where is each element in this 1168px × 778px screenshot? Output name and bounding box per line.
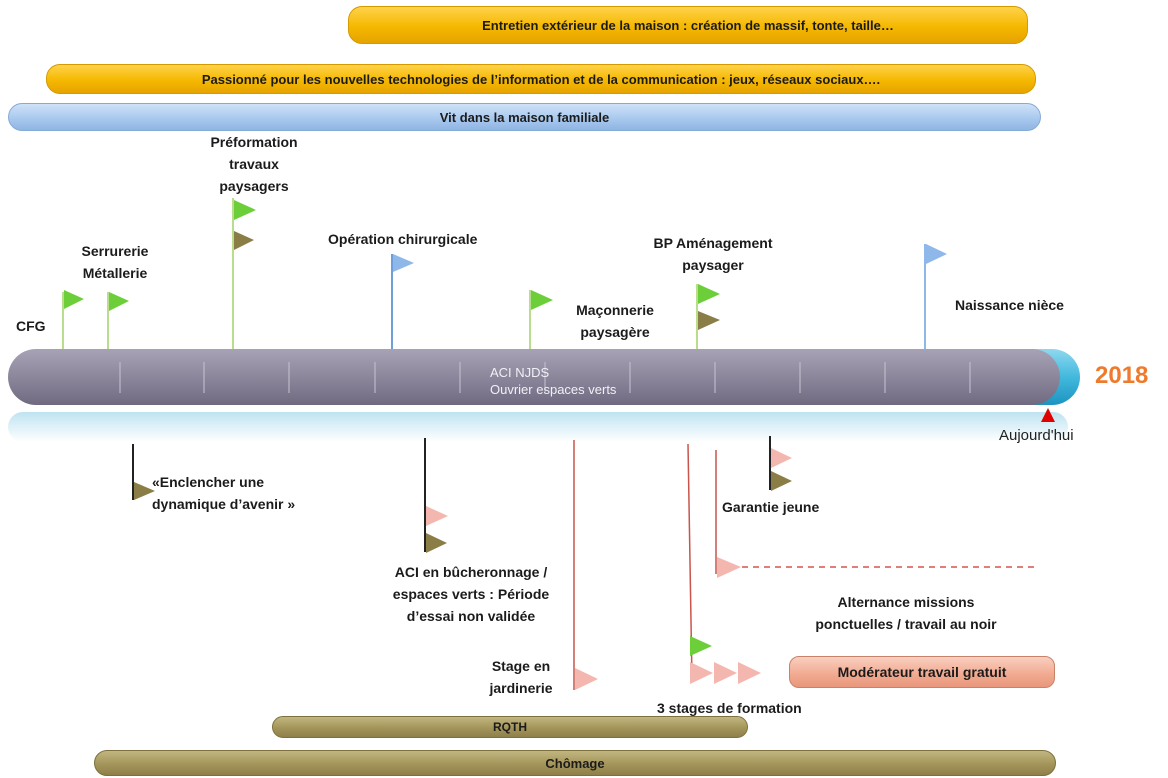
today-marker [1041,408,1055,422]
timeline-aci-line1: ACI NJDS [490,365,550,380]
label-preformation-line3: paysagers [219,178,289,194]
bar-tech-passion: Passionné pour les nouvelles technologie… [46,64,1036,94]
label-enclencher-line1: «Enclencher une [152,474,265,490]
flag-preformation-olive [234,231,254,250]
label-bp-line2: paysager [682,257,744,273]
flag-garantie-pink [771,448,792,468]
year-label: 2018 [1095,362,1149,389]
timeline-reflection [8,412,1068,442]
label-aci-bucheronnage: ACI en bûcheronnage / espaces verts : Pé… [366,561,576,627]
flag-trois-stages-green [690,636,712,656]
label-trois-stages: 3 stages de formation [657,700,802,716]
label-alternance: Alternance missions ponctuelles / travai… [786,591,1026,635]
label-aci-bucheronnage-line1: ACI en bûcheronnage / [394,564,548,580]
label-naissance: Naissance nièce [955,297,1064,313]
flag-stage-2 [714,662,737,684]
label-serrurerie-line2: Métallerie [82,265,148,281]
label-preformation: Préformation travaux paysagers [186,131,322,197]
flag-garantie-olive [771,471,792,491]
bar-rqth-label: RQTH [493,720,527,734]
label-bp: BP Aménagement paysager [628,232,798,276]
label-operation: Opération chirurgicale [328,231,478,247]
bar-chomage-label: Chômage [545,755,605,771]
label-preformation-line2: travaux [229,156,279,172]
bar-rqth: RQTH [272,716,748,738]
bar-chomage: Chômage [94,750,1056,776]
timeline-ticks [119,362,971,393]
label-enclencher-line2: dynamique d’avenir » [152,496,296,512]
flag-cfg [64,290,84,309]
bar-exterior-maintenance: Entretien extérieur de la maison : créat… [348,6,1028,44]
label-maconnerie: Maçonnerie paysagère [555,299,675,343]
bar-moderateur-label: Modérateur travail gratuit [837,664,1007,680]
label-enclencher: «Enclencher une dynamique d’avenir » [152,471,295,515]
bar-family-home: Vit dans la maison familiale [8,103,1041,131]
flag-stage-1 [690,662,713,684]
label-maconnerie-line1: Maçonnerie [576,302,654,318]
label-maconnerie-line2: paysagère [580,324,650,340]
label-garantie: Garantie jeune [722,499,820,515]
bar-exterior-maintenance-label: Entretien extérieur de la maison : créat… [482,17,894,33]
label-stage-jardinerie-line1: Stage en [491,658,551,674]
label-alternance-line1: Alternance missions [837,594,975,610]
flag-operation [393,254,414,272]
bar-family-home-label: Vit dans la maison familiale [439,109,610,125]
timeline-aci-line2: Ouvrier espaces verts [490,382,617,397]
flag-preformation-green [234,200,256,220]
flag-stage-jardinerie [575,668,598,690]
bar-moderateur: Modérateur travail gratuit [789,656,1055,688]
flag-bp-green [698,284,720,304]
today-label: Aujourd'hui [999,427,1074,444]
label-cfg: CFG [16,318,46,334]
flag-bp-olive [698,311,720,330]
flag-maconnerie [531,290,553,310]
timeline-bar [8,349,1060,405]
label-alternance-line2: ponctuelles / travail au noir [815,616,997,632]
flag-enclencher [134,482,155,500]
flag-alternance [717,557,741,578]
label-aci-bucheronnage-line2: espaces verts : Période [392,586,550,602]
flag-aci-pink [426,506,448,526]
label-stage-jardinerie-line2: jardinerie [489,680,553,696]
label-serrurerie: Serrurerie Métallerie [60,240,170,284]
label-serrurerie-line1: Serrurerie [81,243,149,259]
bar-tech-passion-label: Passionné pour les nouvelles technologie… [201,71,881,87]
timeline-aci-label: ACI NJDS Ouvrier espaces verts [490,364,616,398]
flag-aci-olive [426,533,447,553]
label-preformation-line1: Préformation [210,134,298,150]
flag-stage-3 [738,662,761,684]
label-stage-jardinerie: Stage en jardinerie [476,655,566,699]
label-bp-line1: BP Aménagement [653,235,773,251]
label-aci-bucheronnage-line3: d’essai non validée [406,608,536,624]
flag-naissance [926,244,947,264]
flag-serrurerie [109,292,129,311]
